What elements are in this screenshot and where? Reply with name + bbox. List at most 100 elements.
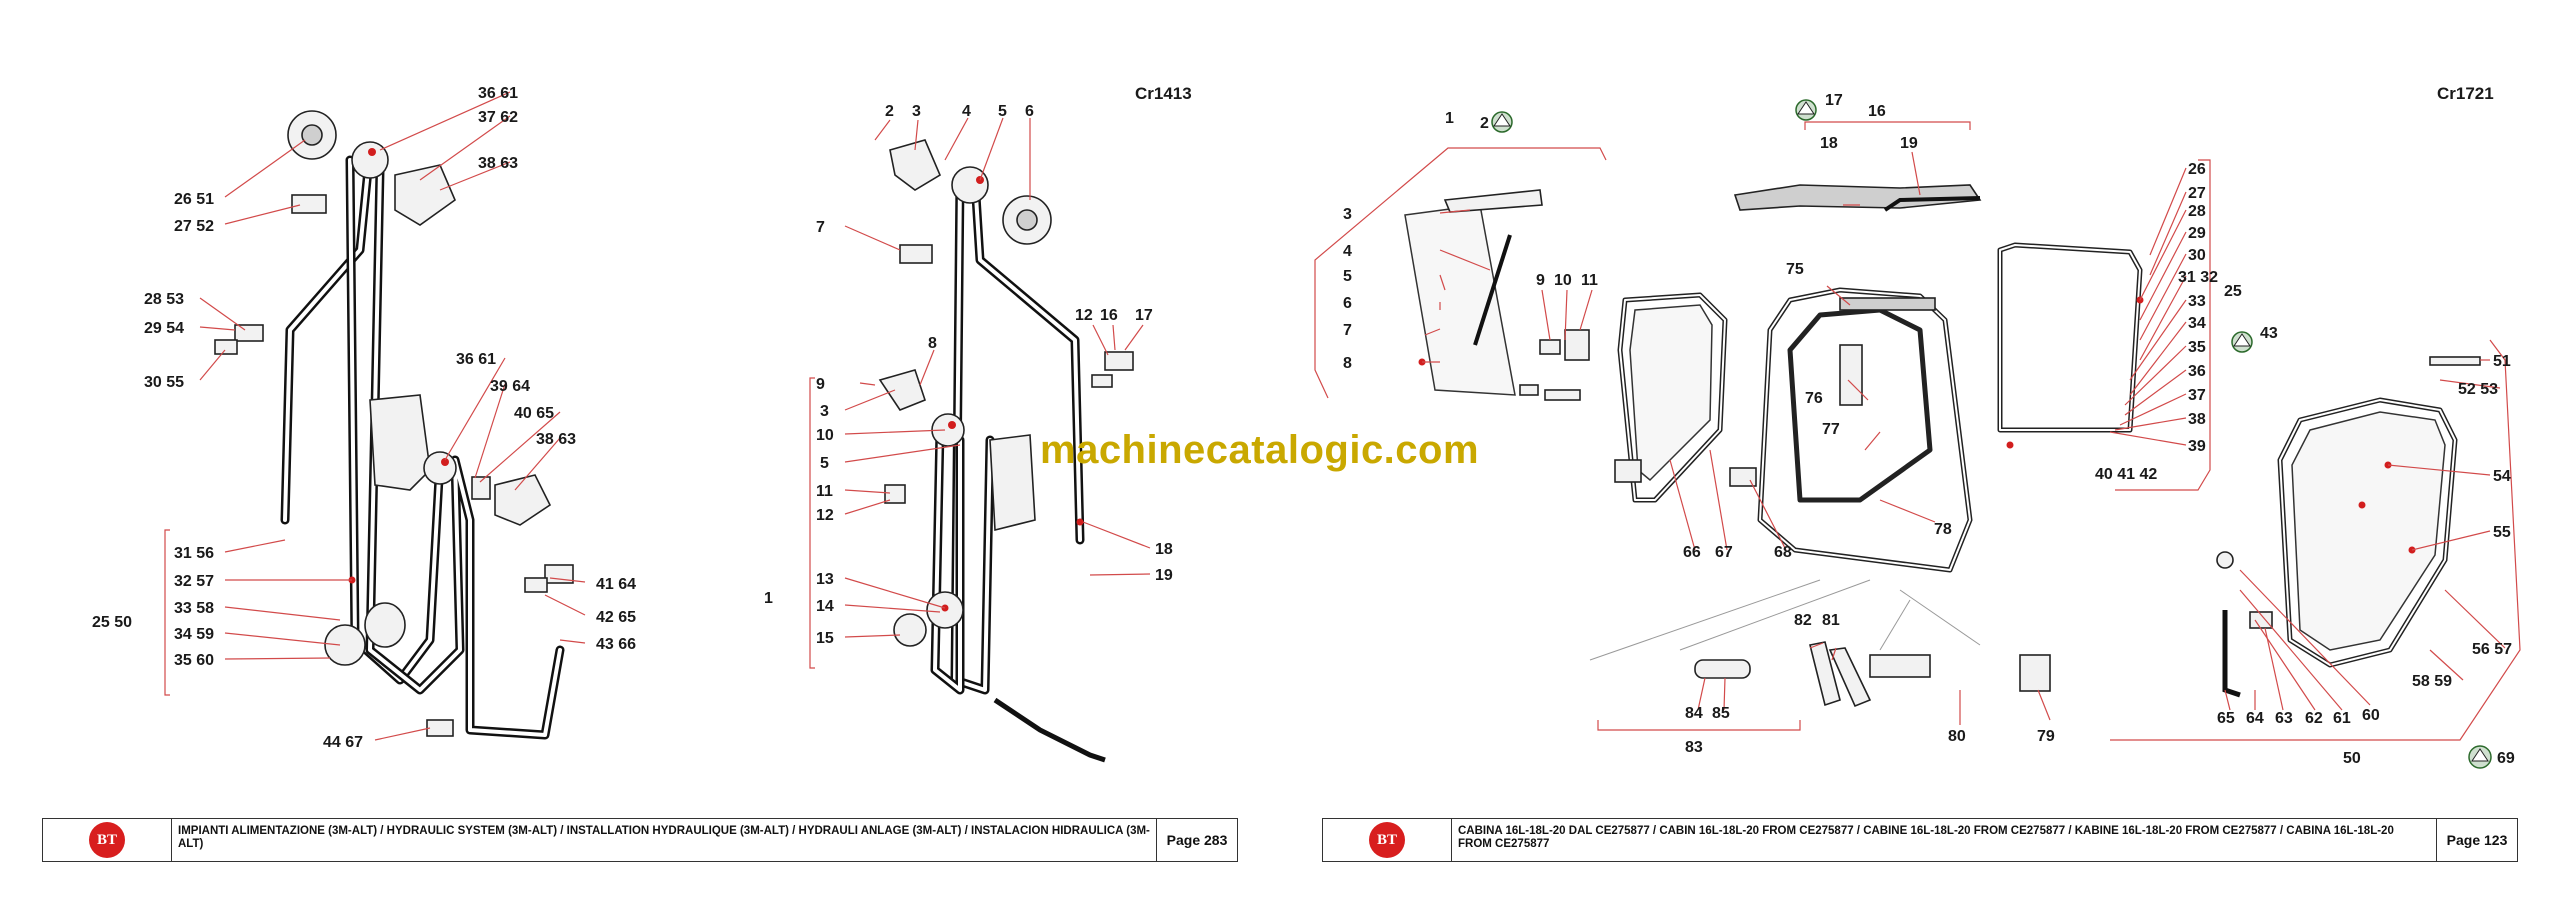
hydraulic-system-diagram: Cr1413	[92, 84, 1192, 763]
callout-label: 37 62	[478, 109, 518, 126]
callout-label: 18	[1155, 541, 1173, 558]
callout-label: 39 64	[490, 378, 530, 395]
callout-label: 38 63	[536, 431, 576, 448]
callout-label: 34 59	[174, 626, 214, 643]
callout-label: 3	[820, 403, 829, 420]
callout-label: 17	[1825, 92, 1843, 109]
callout-label: 38 63	[478, 155, 518, 172]
callout-label: 28	[2188, 203, 2206, 220]
section-title: CABINA 16L-18L-20 DAL CE275877 / CABIN 1…	[1458, 825, 2394, 850]
callout-label: 43	[2260, 325, 2278, 342]
callout-label: 3	[1343, 206, 1352, 223]
callout-label: 7	[1343, 322, 1352, 339]
callout-label: 5	[1343, 268, 1352, 285]
callouts-left-group: 36 61 37 62 38 63 26 51 27 52 28 53 29 5…	[92, 85, 636, 751]
callout-label: 19	[1900, 135, 1918, 152]
callout-label: 36 61	[456, 351, 496, 368]
callout-label: 84	[1685, 705, 1703, 722]
callout-label: 67	[1715, 544, 1733, 561]
hose-assembly-left	[214, 110, 574, 740]
drawing-code: Cr1721	[2437, 84, 2494, 103]
callouts-right-group: 2 3 4 5 6 7 8 9 3 10 5 11 12 13 14 15 1 …	[764, 103, 1173, 669]
hose-assembly-right	[878, 139, 1134, 763]
callout-label: 65	[2217, 710, 2235, 727]
callout-label: 69	[2497, 750, 2515, 767]
callout-label: 25	[2224, 283, 2242, 300]
callout-label: 43 66	[596, 636, 636, 653]
callout-label: 61	[2333, 710, 2351, 727]
callout-label: 85	[1712, 705, 1730, 722]
callout-label: 62	[2305, 710, 2323, 727]
callout-label: 29	[2188, 225, 2206, 242]
side-badge-icon	[2231, 331, 2253, 353]
page-number: Page 123	[2436, 819, 2517, 861]
callout-label: 11	[816, 483, 833, 500]
callout-label: 55	[2493, 524, 2511, 541]
bt-logo-icon: BT	[89, 822, 125, 858]
callout-label: 8	[1343, 355, 1352, 372]
callout-label: 17	[1135, 307, 1153, 324]
right-catalog-page: Cr1721	[1280, 0, 2560, 905]
brand-logo: BT	[1323, 819, 1452, 861]
callout-label: 25 50	[92, 614, 132, 631]
bt-logo-icon: BT	[1369, 822, 1405, 858]
callout-label: 33 58	[174, 600, 214, 617]
callout-label: 33	[2188, 293, 2206, 310]
callout-label: 78	[1934, 521, 1952, 538]
callout-label: 10	[1554, 272, 1572, 289]
gas-strut	[1694, 659, 1751, 679]
footer-bar: BT IMPIANTI ALIMENTAZIONE (3M-ALT) / HYD…	[42, 818, 1238, 862]
callout-label: 36	[2188, 363, 2206, 380]
callout-label: 82	[1794, 612, 1812, 629]
callout-label: 34	[2188, 315, 2206, 332]
callout-label: 39	[2188, 438, 2206, 455]
callout-label: 30	[2188, 247, 2206, 264]
footer-bar: BT CABINA 16L-18L-20 DAL CE275877 / CABI…	[1322, 818, 2518, 862]
callout-label: 81	[1822, 612, 1840, 629]
callout-label: 35 60	[174, 652, 214, 669]
callout-label: 6	[1343, 295, 1352, 312]
cabin-diagram: Cr1721	[1314, 84, 2521, 769]
callout-label: 75	[1786, 261, 1804, 278]
callout-label: 37	[2188, 387, 2206, 404]
windscreen-assembly	[1314, 111, 1607, 401]
callout-label: 83	[1685, 739, 1703, 756]
callout-label: 3	[912, 103, 921, 120]
callout-label: 5	[820, 455, 829, 472]
callout-label: 16	[1868, 103, 1886, 120]
callout-label: 14	[816, 598, 834, 615]
callout-label: 4	[962, 103, 971, 120]
section-title: IMPIANTI ALIMENTAZIONE (3M-ALT) / HYDRAU…	[178, 825, 1150, 850]
door-badge-icon	[2468, 745, 2492, 769]
watermark-text: machinecatalogic.com	[1040, 428, 1480, 472]
roof-badge-icon	[1795, 99, 1817, 121]
callout-label: 10	[816, 427, 834, 444]
page-number: Page 283	[1156, 819, 1237, 861]
callout-label: 2	[1480, 115, 1489, 132]
callout-label: 80	[1948, 728, 1966, 745]
loose-parts	[1589, 579, 2051, 731]
callout-label: 38	[2188, 411, 2206, 428]
callout-label: 66	[1683, 544, 1701, 561]
callout-label: 32 57	[174, 573, 214, 590]
drawing-code: Cr1413	[1135, 84, 1192, 103]
callout-label: 19	[1155, 567, 1173, 584]
roof-light-bar	[1839, 297, 1936, 311]
callout-label: 9	[816, 376, 825, 393]
callout-label: 52 53	[2458, 381, 2498, 398]
callout-label: 5	[998, 103, 1007, 120]
callout-label: 58 59	[2412, 673, 2452, 690]
callout-label: 27 52	[174, 218, 214, 235]
callout-label: 30 55	[144, 374, 184, 391]
callout-label: 64	[2246, 710, 2264, 727]
callout-label: 41 64	[596, 576, 636, 593]
callout-label: 27	[2188, 185, 2206, 202]
callout-label: 77	[1822, 421, 1840, 438]
callout-label: 7	[816, 219, 825, 236]
callout-label: 4	[1343, 243, 1352, 260]
door-glass	[1629, 304, 1713, 482]
callout-label: 40 41 42	[2095, 466, 2157, 483]
callout-label: 6	[1025, 103, 1034, 120]
roof-assembly	[1733, 99, 1982, 212]
hose-reel-bracket	[369, 394, 431, 491]
